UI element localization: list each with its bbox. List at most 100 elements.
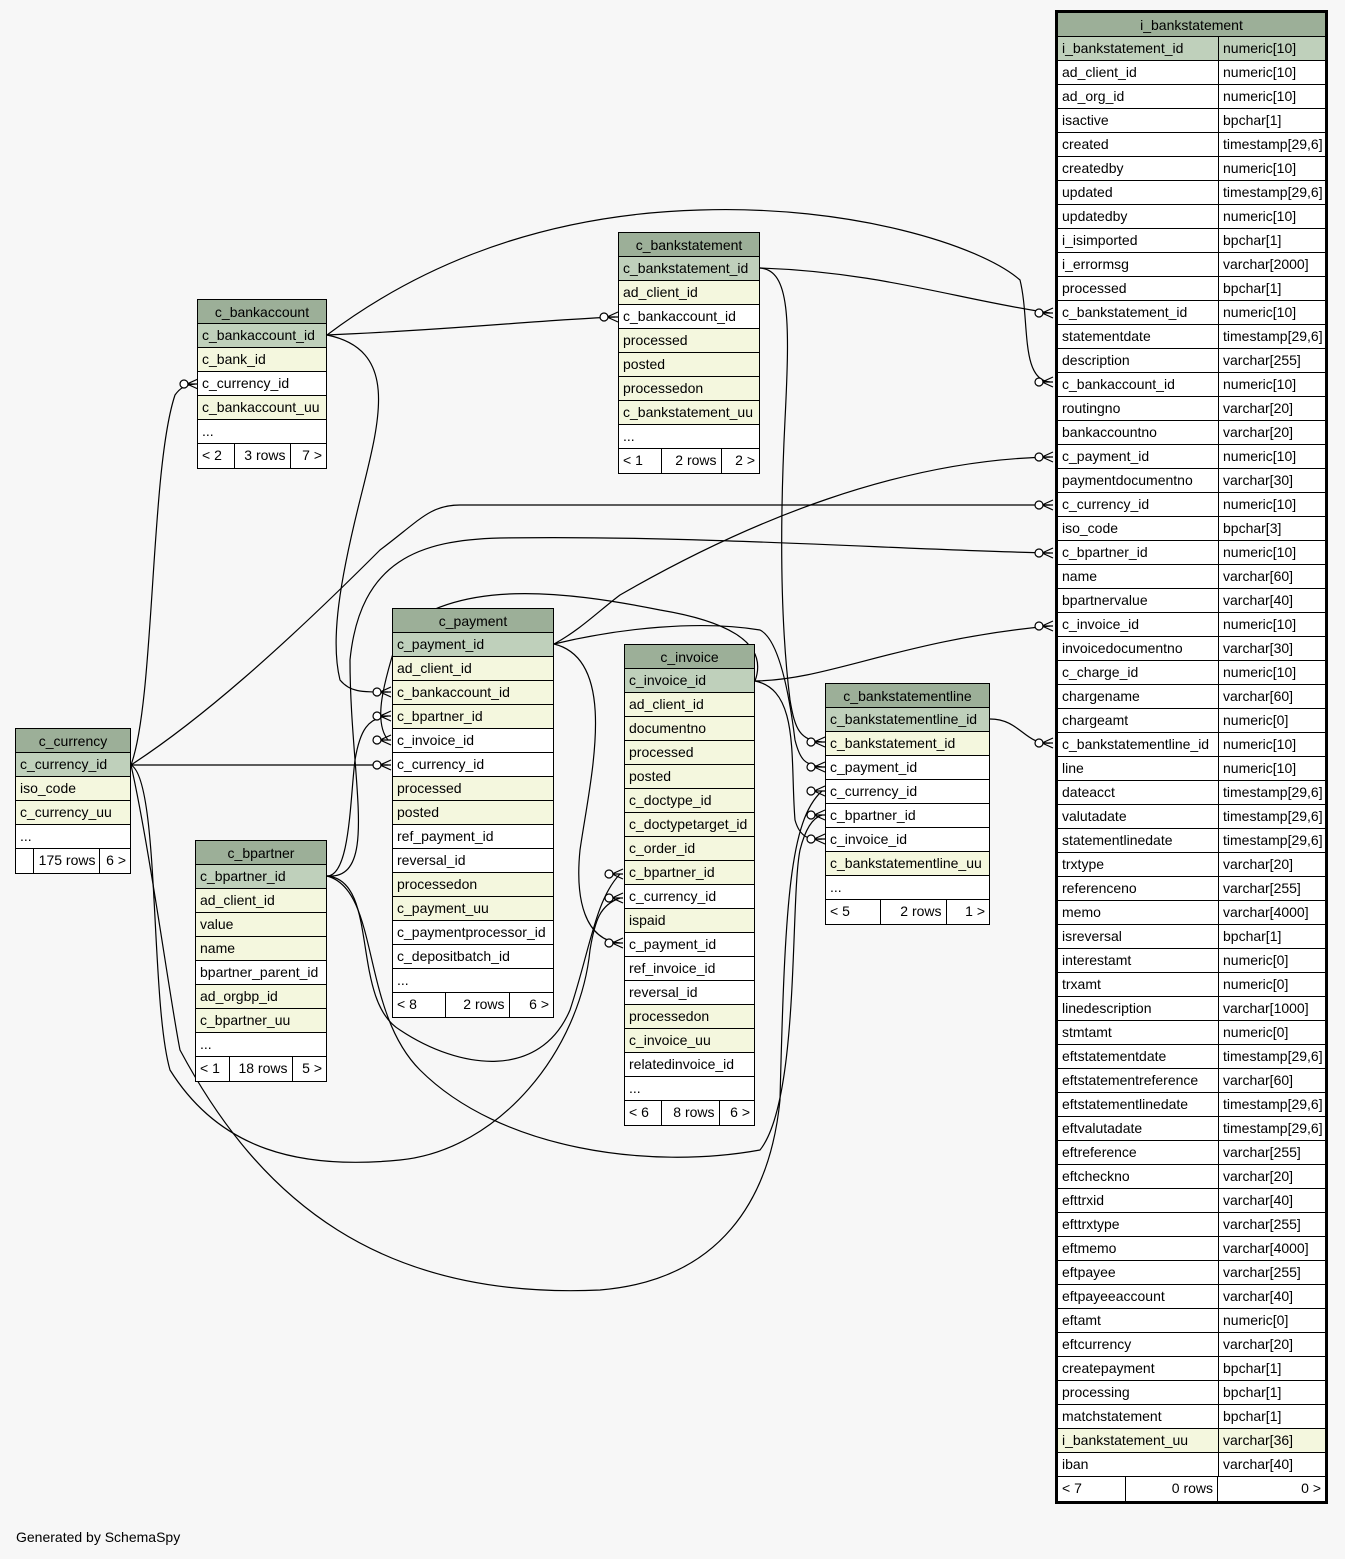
column-row[interactable]: ref_invoice_id [625, 957, 754, 981]
more-columns-row[interactable]: ... [393, 969, 553, 993]
column-row[interactable]: c_invoice_id [625, 669, 754, 693]
column-row[interactable]: c_payment_uu [393, 897, 553, 921]
column-row[interactable]: c_bpartner_id [196, 865, 326, 889]
column-row[interactable]: c_invoice_uu [625, 1029, 754, 1053]
column-row[interactable]: c_bpartner_id [393, 705, 553, 729]
column-row[interactable]: c_paymentprocessor_id [393, 921, 553, 945]
column-row[interactable]: c_bankstatementline_uu [826, 852, 989, 876]
column-row[interactable]: c_bankaccount_id [393, 681, 553, 705]
parents-link[interactable]: < 6 [625, 1101, 663, 1125]
column-row[interactable]: c_doctype_id [625, 789, 754, 813]
column-row[interactable]: c_bankstatement_id [619, 257, 759, 281]
column-row[interactable]: ref_payment_id [393, 825, 553, 849]
column-row[interactable]: c_bankaccount_uu [198, 396, 326, 420]
column-row[interactable]: ad_client_id [619, 281, 759, 305]
parents-link[interactable]: < 5 [826, 900, 882, 924]
column-row[interactable]: posted [393, 801, 553, 825]
children-link[interactable]: 1 > [965, 903, 986, 919]
column-row[interactable]: name [196, 937, 326, 961]
column-row[interactable]: ad_client_id [196, 889, 326, 913]
column-row[interactable]: reversal_id [393, 849, 553, 873]
table-title[interactable]: c_bpartner [196, 841, 326, 865]
column-row[interactable]: processedon [625, 1005, 754, 1029]
children-link[interactable]: 6 > [730, 1104, 750, 1120]
parents-link[interactable]: < 7 [1058, 1477, 1126, 1501]
column-row[interactable]: c_currency_id [198, 372, 326, 396]
column-row[interactable]: c_bpartner_id [625, 861, 754, 885]
table-title[interactable]: c_bankstatement [619, 233, 759, 257]
parents-link[interactable] [16, 849, 34, 873]
column-row[interactable]: c_doctypetarget_id [625, 813, 754, 837]
column-row[interactable]: c_order_id [625, 837, 754, 861]
parents-link[interactable]: < 2 [198, 444, 236, 468]
table-title[interactable]: c_payment [393, 609, 553, 633]
column-row[interactable]: processedon [619, 377, 759, 401]
table-title[interactable]: c_bankaccount [198, 300, 326, 324]
children-link[interactable]: 5 > [302, 1060, 323, 1076]
table-title[interactable]: i_bankstatement [1058, 13, 1325, 37]
column-row[interactable]: c_bankstatement_uu [619, 401, 759, 425]
column-row[interactable]: c_bankaccount_id [198, 324, 326, 348]
column-row[interactable]: processed [619, 329, 759, 353]
column-row[interactable]: relatedinvoice_id [625, 1053, 754, 1077]
column-row[interactable]: ad_orgbp_id [196, 985, 326, 1009]
column-row[interactable]: c_bpartner_uu [196, 1009, 326, 1033]
parents-link[interactable]: < 8 [393, 993, 447, 1017]
column-row[interactable]: c_currency_id [393, 753, 553, 777]
parents-link[interactable]: < 1 [196, 1057, 230, 1081]
column-row[interactable]: c_currency_id [16, 753, 130, 777]
column-row[interactable]: c_bankaccount_id [619, 305, 759, 329]
more-columns-row[interactable]: ... [198, 420, 326, 444]
column-row[interactable]: documentno [625, 717, 754, 741]
more-columns-row[interactable]: ... [16, 825, 130, 849]
table-title[interactable]: c_bankstatementline [826, 684, 989, 708]
column-row[interactable]: c_currency_uu [16, 801, 130, 825]
table-title[interactable]: c_invoice [625, 645, 754, 669]
children-link[interactable]: 6 > [106, 852, 126, 868]
column-row[interactable]: c_payment_id [826, 756, 989, 780]
column-row[interactable]: c_bankstatementline_id [826, 708, 989, 732]
